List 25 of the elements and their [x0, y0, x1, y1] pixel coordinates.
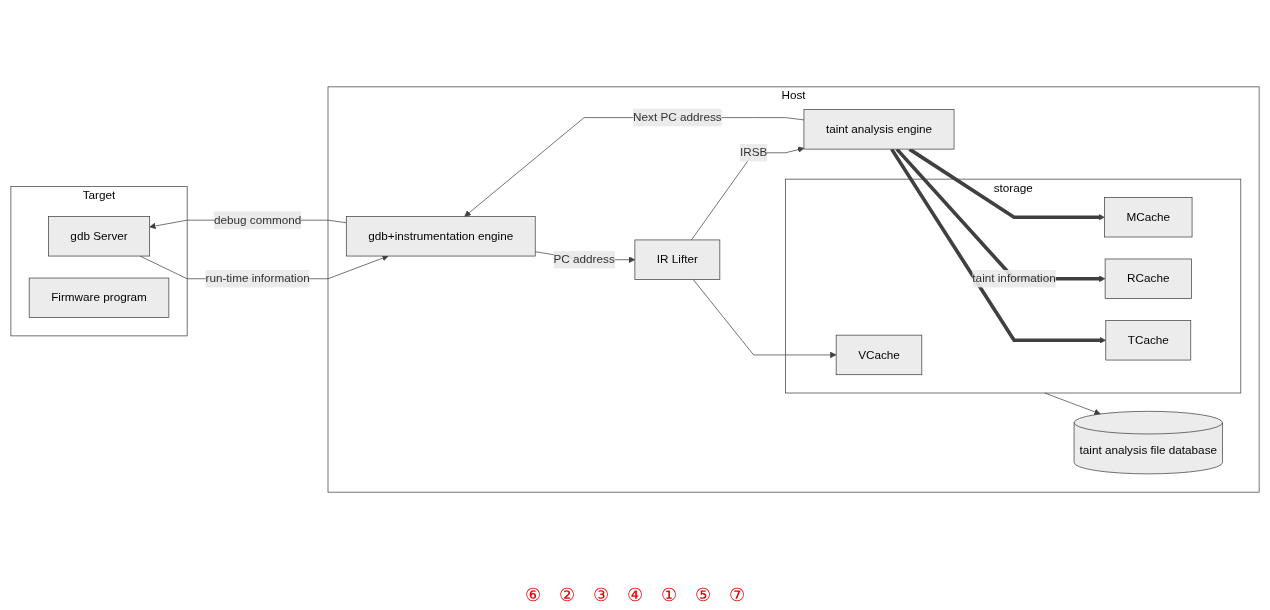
- step-number: ⑦: [729, 584, 745, 606]
- edge-label: IRSB: [739, 146, 768, 160]
- step-number: ⑥: [525, 584, 541, 606]
- edge-label: taint information: [972, 272, 1056, 286]
- arrow: [890, 148, 1107, 344]
- node-box: gdb Server: [48, 216, 151, 257]
- edge-label: Next PC address: [633, 111, 722, 124]
- step-number: ②: [559, 584, 575, 606]
- arrow: [908, 148, 1105, 221]
- edge-label: run-time information: [205, 272, 310, 286]
- edge-label: debug commond: [213, 214, 302, 227]
- node-box: TCache: [1105, 320, 1192, 361]
- step-number: ①: [661, 584, 677, 606]
- node-box: MCache: [1104, 197, 1193, 238]
- node-box: taint analysis engine: [803, 109, 955, 150]
- arrow: [895, 148, 1106, 283]
- node-box: VCache: [835, 335, 923, 376]
- step-number: ⑤: [695, 584, 711, 606]
- step-number: ③: [593, 584, 609, 606]
- step-number: ④: [627, 584, 643, 606]
- edge-label: PC address: [553, 253, 615, 267]
- node-box: IR Lifter: [634, 240, 721, 281]
- node-box: gdb+instrumentation engine: [345, 216, 536, 257]
- node-box: RCache: [1104, 259, 1192, 300]
- node-box: Firmware program: [28, 278, 170, 319]
